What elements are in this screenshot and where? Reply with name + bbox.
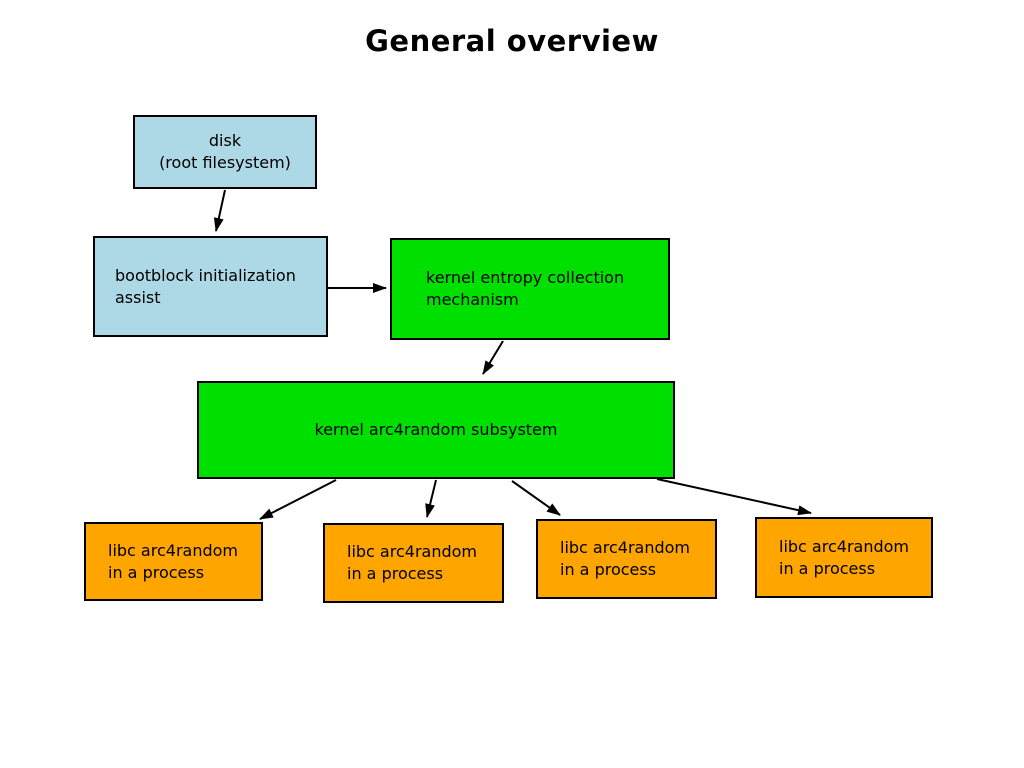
arrow-arc4random-to-libc-2	[425, 479, 437, 518]
node-libc-arc4random-process-4: libc arc4random in a process	[755, 517, 933, 598]
node-libc-arc4random-process-3: libc arc4random in a process	[536, 519, 717, 599]
node-libc-arc4random-process-2: libc arc4random in a process	[323, 523, 504, 603]
arrow-arc4random-to-libc-1	[259, 479, 337, 520]
node-libc-arc4random-process-1: libc arc4random in a process	[84, 522, 263, 601]
arrow-entropy-to-arc4random	[482, 340, 504, 375]
page-title: General overview	[365, 24, 659, 58]
node-bootblock-initialization-assist: bootblock initialization assist	[93, 236, 328, 337]
arrow-arc4random-to-libc-3	[511, 480, 561, 516]
node-kernel-arc4random-subsystem: kernel arc4random subsystem	[197, 381, 675, 479]
node-kernel-entropy-collection: kernel entropy collection mechanism	[390, 238, 670, 340]
arrow-arc4random-to-libc-4	[656, 478, 812, 516]
node-disk: disk (root filesystem)	[133, 115, 317, 189]
arrow-disk-to-bootblock	[213, 189, 226, 232]
